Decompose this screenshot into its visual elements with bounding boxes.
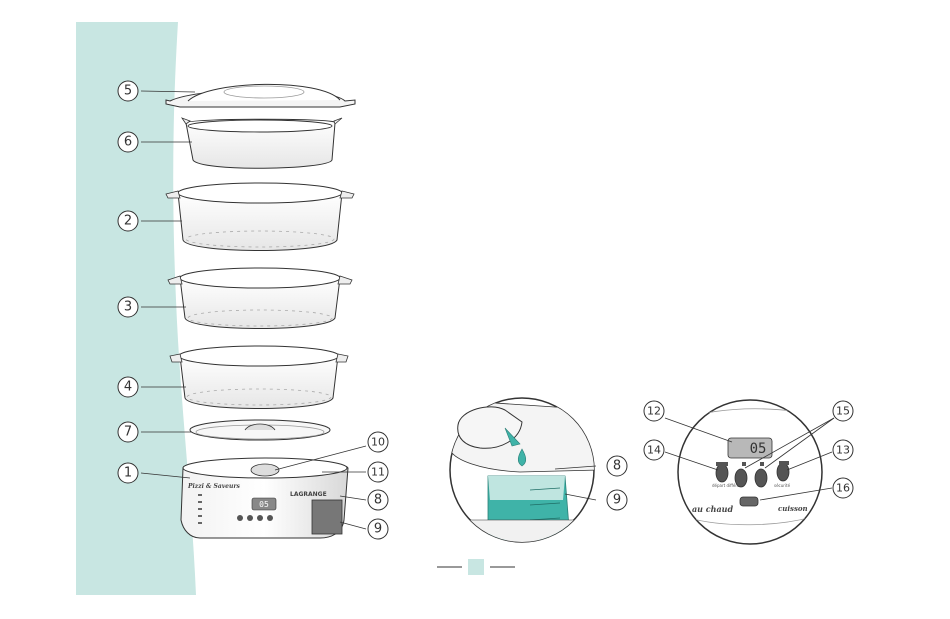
page-marker bbox=[437, 559, 515, 575]
steam-basket-2 bbox=[166, 183, 354, 251]
svg-text:2: 2 bbox=[124, 214, 132, 229]
rice-bowl bbox=[182, 118, 342, 168]
caption-safety: sécurité bbox=[774, 483, 791, 488]
steamer-base: 05 LAGRANGE Pizzi & Saveurs bbox=[181, 458, 348, 538]
svg-text:4: 4 bbox=[124, 380, 132, 395]
svg-text:1: 1 bbox=[124, 466, 132, 481]
control-panel-detail: 05 départ différé sécurité au chaud cuis… bbox=[644, 400, 853, 544]
button-stop[interactable] bbox=[777, 463, 789, 481]
svg-text:8: 8 bbox=[374, 493, 382, 508]
panel-display-value: 05 bbox=[750, 441, 767, 457]
toggle-switch[interactable] bbox=[740, 497, 758, 506]
svg-text:15: 15 bbox=[836, 405, 850, 418]
svg-text:14: 14 bbox=[647, 444, 661, 457]
brand-label: LAGRANGE bbox=[290, 491, 327, 498]
svg-text:16: 16 bbox=[836, 482, 850, 495]
steam-basket-4 bbox=[170, 346, 348, 409]
script-label: Pizzi & Saveurs bbox=[187, 483, 241, 490]
svg-text:10: 10 bbox=[371, 436, 385, 449]
svg-text:7: 7 bbox=[124, 425, 132, 440]
drip-tray bbox=[190, 420, 330, 440]
label-cooking: cuisson bbox=[778, 504, 808, 513]
svg-text:9: 9 bbox=[613, 493, 621, 508]
button-plus[interactable] bbox=[755, 469, 767, 487]
caption-deferred-start: départ différé bbox=[712, 483, 740, 488]
button-start[interactable] bbox=[716, 464, 728, 482]
svg-text:6: 6 bbox=[124, 135, 132, 150]
lid bbox=[166, 84, 355, 107]
steam-basket-3 bbox=[168, 268, 352, 329]
label-keep-warm: au chaud bbox=[692, 504, 733, 514]
svg-text:12: 12 bbox=[647, 405, 661, 418]
water-fill-detail: 8 9 bbox=[450, 398, 627, 545]
svg-text:5: 5 bbox=[124, 84, 132, 99]
svg-text:9: 9 bbox=[374, 522, 382, 537]
svg-text:3: 3 bbox=[124, 300, 132, 315]
svg-text:11: 11 bbox=[371, 466, 385, 479]
svg-text:8: 8 bbox=[613, 459, 621, 474]
svg-text:13: 13 bbox=[836, 444, 850, 457]
base-display: 05 bbox=[259, 500, 269, 509]
